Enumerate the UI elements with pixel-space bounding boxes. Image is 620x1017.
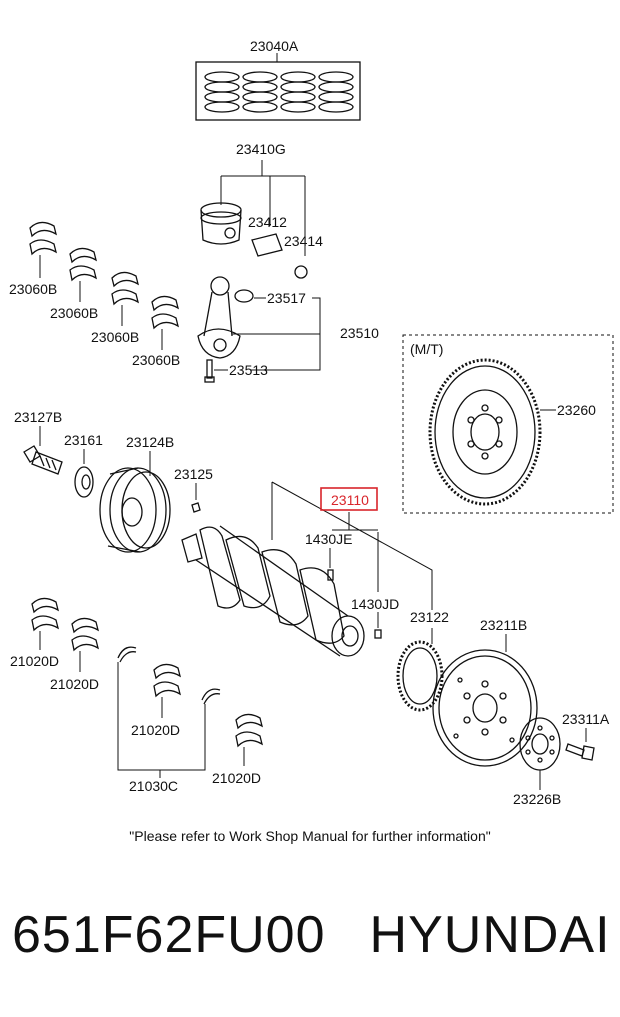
flywheel-bolt[interactable] bbox=[565, 743, 595, 761]
label-23510[interactable]: 23510 bbox=[340, 325, 379, 341]
dowel-pin-1430JD[interactable] bbox=[374, 629, 382, 639]
label-21020D-2[interactable]: 21020D bbox=[50, 676, 99, 692]
thrust-washer-1[interactable] bbox=[117, 646, 137, 663]
label-23127B[interactable]: 23127B bbox=[14, 409, 62, 425]
rod-bolt[interactable] bbox=[204, 359, 215, 383]
label-21020D-1[interactable]: 21020D bbox=[10, 653, 59, 669]
connecting-rod[interactable] bbox=[197, 276, 241, 359]
label-23517[interactable]: 23517 bbox=[267, 290, 306, 306]
rod-bushing[interactable] bbox=[234, 289, 254, 303]
crankshaft[interactable] bbox=[181, 525, 365, 657]
thrust-washer-2[interactable] bbox=[201, 688, 221, 705]
piston[interactable] bbox=[200, 202, 242, 245]
label-23125[interactable]: 23125 bbox=[174, 466, 213, 482]
label-23414[interactable]: 23414 bbox=[284, 233, 323, 249]
piston-ring-set[interactable] bbox=[195, 61, 361, 121]
label-23412[interactable]: 23412 bbox=[248, 214, 287, 230]
label-23060B-3[interactable]: 23060B bbox=[91, 329, 139, 345]
label-23124B[interactable]: 23124B bbox=[126, 434, 174, 450]
main-bearing-1[interactable] bbox=[31, 597, 59, 632]
label-23060B-2[interactable]: 23060B bbox=[50, 305, 98, 321]
label-1430JD[interactable]: 1430JD bbox=[351, 596, 399, 612]
rod-bearing-1[interactable] bbox=[29, 221, 57, 256]
rod-bearing-2[interactable] bbox=[69, 247, 97, 282]
brand-name: HYUNDAI bbox=[369, 906, 611, 964]
label-23110[interactable]: 23110 bbox=[331, 492, 369, 508]
snap-ring[interactable] bbox=[294, 265, 308, 279]
label-23060B-1[interactable]: 23060B bbox=[9, 281, 57, 297]
mt-label: (M/T) bbox=[410, 341, 443, 357]
label-23211B[interactable]: 23211B bbox=[480, 617, 527, 633]
highlight-box-23110 bbox=[320, 487, 378, 511]
rod-bearing-4[interactable] bbox=[151, 295, 179, 330]
label-23122[interactable]: 23122 bbox=[410, 609, 449, 625]
main-bearing-4[interactable] bbox=[235, 713, 263, 748]
label-23060B-4[interactable]: 23060B bbox=[132, 352, 180, 368]
part-number: 651F62FU00 bbox=[12, 906, 326, 964]
piston-pin[interactable] bbox=[251, 233, 283, 257]
mt-group-frame bbox=[402, 334, 614, 514]
label-23040A[interactable]: 23040A bbox=[250, 38, 299, 54]
label-23226B[interactable]: 23226B bbox=[513, 791, 561, 807]
label-21030C[interactable]: 21030C bbox=[129, 778, 178, 794]
washer[interactable] bbox=[74, 466, 94, 498]
woodruff-key[interactable] bbox=[191, 502, 201, 513]
reluctor-ring[interactable] bbox=[396, 640, 444, 712]
label-23410G[interactable]: 23410G bbox=[236, 141, 286, 157]
pulley-bolt[interactable] bbox=[23, 445, 63, 475]
dowel-pin-1430JE[interactable] bbox=[327, 569, 334, 581]
label-23161[interactable]: 23161 bbox=[64, 432, 103, 448]
rod-bearing-3[interactable] bbox=[111, 271, 139, 306]
workshop-note: "Please refer to Work Shop Manual for fu… bbox=[129, 828, 491, 844]
label-1430JE[interactable]: 1430JE bbox=[305, 531, 352, 547]
label-21020D-3[interactable]: 21020D bbox=[131, 722, 180, 738]
label-23513[interactable]: 23513 bbox=[229, 362, 268, 378]
label-23311A[interactable]: 23311A bbox=[562, 711, 610, 727]
crankshaft-pulley[interactable] bbox=[99, 467, 171, 553]
drive-plate[interactable] bbox=[432, 649, 538, 767]
footer: 651F62FU00 HYUNDAI bbox=[12, 905, 612, 965]
main-bearing-2[interactable] bbox=[71, 617, 99, 652]
main-bearing-3[interactable] bbox=[153, 663, 181, 698]
dual-mass-flywheel[interactable] bbox=[428, 358, 542, 506]
parts-diagram: 23040A 23410G 23412 23414 23060B 23060B … bbox=[9, 38, 614, 807]
label-23260[interactable]: 23260 bbox=[557, 402, 596, 418]
label-21020D-4[interactable]: 21020D bbox=[212, 770, 261, 786]
